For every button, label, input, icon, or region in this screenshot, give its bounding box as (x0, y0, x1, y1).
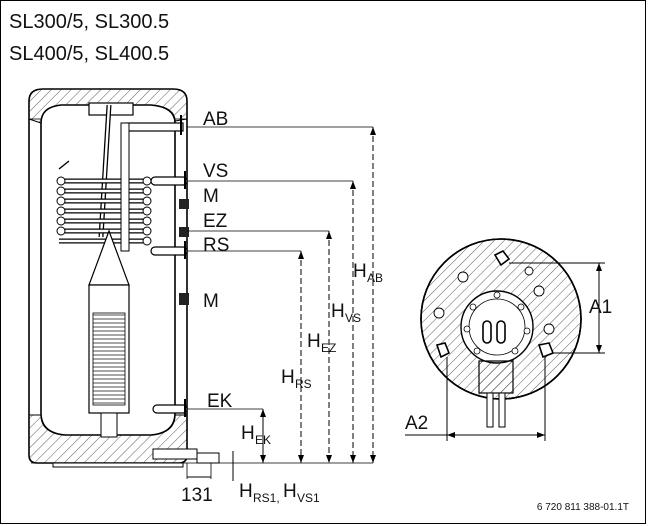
svg-text:EZ: EZ (321, 341, 336, 355)
svg-text:H: H (307, 331, 321, 352)
dim-h-ab: H AB (353, 261, 383, 285)
dim-h-vs: H VS (331, 301, 361, 325)
svg-text:H: H (281, 367, 295, 388)
model-title-line2: SL400/5, SL400.5 (9, 43, 170, 65)
label-a2: A2 (405, 413, 428, 434)
label-m-upper: M (203, 186, 219, 207)
svg-text:H: H (283, 481, 297, 502)
dimension-arrows (260, 127, 376, 463)
label-ez: EZ (203, 211, 228, 232)
svg-text:VS1: VS1 (297, 491, 320, 505)
dim-h-ek: H EK (241, 423, 271, 447)
svg-text:EK: EK (255, 433, 271, 447)
label-rs: RS (203, 235, 229, 256)
label-ab: AB (203, 109, 228, 130)
electric-heater (88, 229, 130, 438)
tank-side-view (28, 88, 220, 468)
label-a1: A1 (589, 297, 612, 318)
svg-text:RS: RS (295, 377, 312, 391)
svg-text:H: H (239, 481, 253, 502)
label-vs: VS (203, 161, 228, 182)
model-title-line1: SL300/5, SL300.5 (9, 11, 170, 33)
tank-top-view (420, 238, 582, 428)
dimension-lines (187, 127, 374, 481)
svg-text:H: H (331, 301, 345, 322)
leader-lines (31, 126, 373, 481)
dim-h-rs: H RS (281, 367, 312, 391)
label-ek: EK (207, 391, 233, 412)
label-m-lower: M (203, 291, 219, 312)
svg-text:VS: VS (345, 311, 361, 325)
svg-text:H: H (241, 423, 255, 444)
dim-h-rs1-vs1: H RS1, H VS1 (239, 481, 320, 505)
top-view-dimensions (405, 262, 605, 441)
svg-text:AB: AB (367, 271, 383, 285)
svg-text:RS1,: RS1, (253, 491, 280, 505)
heat-exchanger-coil (56, 160, 152, 246)
drawing-reference-number: 6 720 811 388-01.1T (536, 502, 629, 513)
svg-text:H: H (353, 261, 367, 282)
dim-131-label: 131 (181, 485, 213, 506)
dim-h-ez: H EZ (307, 331, 336, 355)
